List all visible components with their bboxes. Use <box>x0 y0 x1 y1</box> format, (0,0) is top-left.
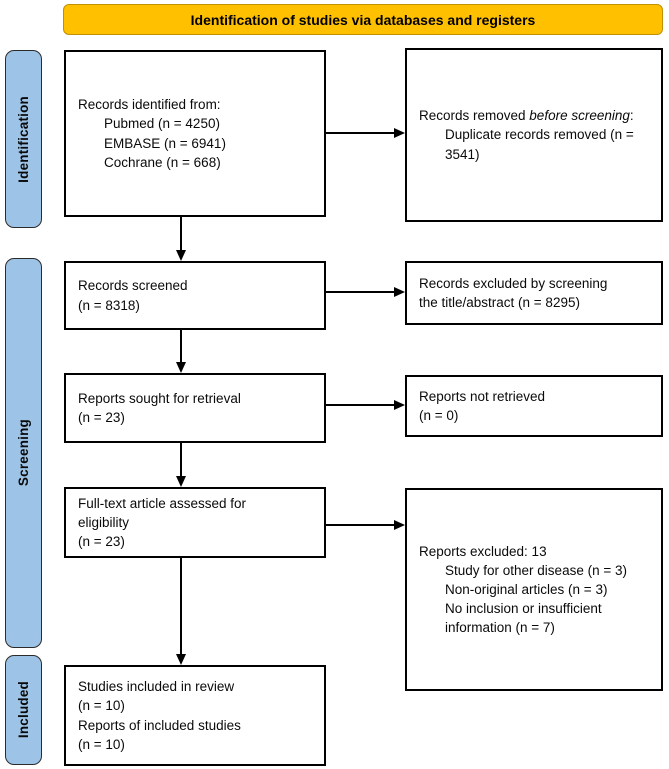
box-line: Reports not retrieved <box>419 388 546 404</box>
box-title: Records removed before screening: <box>419 108 634 124</box>
arrow-fulltext-to-included <box>180 558 182 654</box>
box-reports-sought: Reports sought for retrieval (n = 23) <box>64 373 326 443</box>
box-item: Study for other disease (n = 3) <box>445 562 627 578</box>
box-item: EMBASE (n = 6941) <box>104 135 226 151</box>
box-records-excluded: Records excluded by screening the title/… <box>405 261 663 325</box>
box-line: Full-text article assessed for <box>78 495 247 511</box>
box-reports-not-retrieved: Reports not retrieved (n = 0) <box>405 375 663 437</box>
stage-screening-label: Screening <box>16 419 31 487</box>
box-line: (n = 23) <box>78 410 125 425</box>
box-line: Reports sought for retrieval <box>78 390 241 406</box>
box-item: No inclusion or insufficient information… <box>445 601 602 636</box>
banner-databases-registers: Identification of studies via databases … <box>63 4 663 35</box>
box-line: Studies included in review <box>78 679 235 695</box>
box-line: (n = 8318) <box>78 297 140 313</box>
box-item: Duplicate records removed (n = 3541) <box>445 127 634 162</box>
stage-included-label: Included <box>16 681 31 739</box>
box-title: Records identified from: <box>78 97 221 113</box>
stage-screening: Screening <box>5 258 42 648</box>
box-item: Pubmed (n = 4250) <box>104 116 220 132</box>
box-studies-included: Studies included in review (n = 10) Repo… <box>64 665 326 766</box>
arrow-identified-to-removed <box>326 132 394 134</box>
box-line: Records screened <box>78 278 188 294</box>
box-item: Non-original articles (n = 3) <box>445 581 608 597</box>
stage-included: Included <box>5 655 42 765</box>
arrow-identified-to-screened <box>180 217 182 250</box>
box-line: (n = 0) <box>419 408 459 423</box>
arrow-sought-to-not-retrieved <box>326 404 394 406</box>
arrow-fulltext-to-reports-excluded <box>326 524 394 526</box>
arrow-screened-to-sought <box>180 330 182 362</box>
arrow-sought-to-fulltext <box>180 443 182 476</box>
box-records-identified: Records identified from: Pubmed (n = 425… <box>64 50 326 217</box>
box-line: Records excluded by screening <box>419 275 608 291</box>
box-item: Cochrane (n = 668) <box>104 154 221 170</box>
box-records-removed: Records removed before screening: Duplic… <box>405 48 663 222</box>
box-line: the title/abstract (n = 8295) <box>419 295 580 310</box>
banner-label: Identification of studies via databases … <box>190 11 536 28</box>
box-line: (n = 10) <box>78 698 125 714</box>
box-line: Reports of included studies <box>78 717 241 733</box>
box-records-screened: Records screened (n = 8318) <box>64 261 326 330</box>
stage-identification: Identification <box>5 50 42 228</box>
box-fulltext-assessed: Full-text article assessed for eligibili… <box>64 487 326 558</box>
box-title: Reports excluded: 13 <box>419 543 547 559</box>
box-reports-excluded: Reports excluded: 13 Study for other dis… <box>405 488 663 691</box>
stage-identification-label: Identification <box>16 95 31 183</box>
box-line: eligibility <box>78 514 130 530</box>
box-line: (n = 10) <box>78 736 125 752</box>
arrow-screened-to-excluded <box>326 291 394 293</box>
box-line: (n = 23) <box>78 534 125 550</box>
